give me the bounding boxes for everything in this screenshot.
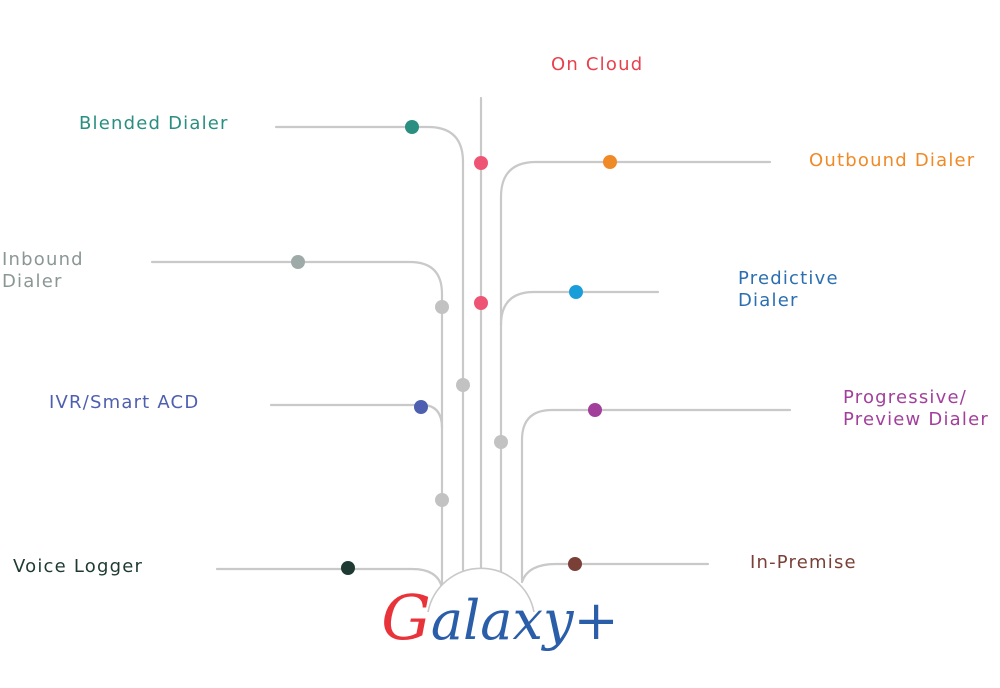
label-outbound-dialer: Outbound Dialer <box>809 150 976 171</box>
label-progressive-preview-dialer: Progressive/ Preview Dialer <box>843 387 989 430</box>
inbound-dialer-line <box>150 260 444 592</box>
galaxy-hub-arc <box>427 567 535 613</box>
progressive-preview-dialer-node <box>588 403 602 417</box>
label-ivr-smart-acd: IVR/Smart ACD <box>49 392 200 413</box>
blended-branch-node <box>456 378 470 392</box>
logo-initial-g: G <box>381 581 431 654</box>
on-cloud-node-lower <box>474 296 488 310</box>
inbound-branch-node <box>435 300 449 314</box>
in-premise-line <box>520 562 710 584</box>
logo-text: alaxy+ <box>430 589 619 652</box>
inbound-lower-node <box>435 493 449 507</box>
outbound-branch-node <box>494 435 508 449</box>
galaxy-plus-logo: Galaxy+ <box>370 587 630 652</box>
label-inbound-dialer: Inbound Dialer <box>2 249 84 292</box>
predictive-dialer-node <box>569 285 583 299</box>
predictive-dialer-line <box>499 290 660 327</box>
label-voice-logger: Voice Logger <box>13 556 144 577</box>
on-cloud-node-upper <box>474 156 488 170</box>
label-predictive-dialer: Predictive Dialer <box>738 268 839 311</box>
blended-dialer-node <box>405 120 419 134</box>
ivr-smart-acd-node <box>414 400 428 414</box>
label-in-premise: In-Premise <box>750 552 857 573</box>
voice-logger-node <box>341 561 355 575</box>
in-premise-node <box>568 557 582 571</box>
blended-dialer-line <box>274 125 465 572</box>
outbound-dialer-node <box>603 155 617 169</box>
progressive-preview-dialer-line <box>520 408 792 582</box>
voice-logger-line <box>215 567 444 590</box>
label-blended-dialer: Blended Dialer <box>79 113 229 134</box>
label-on-cloud: On Cloud <box>551 54 644 75</box>
outbound-dialer-line <box>499 160 772 574</box>
inbound-dialer-node <box>291 255 305 269</box>
